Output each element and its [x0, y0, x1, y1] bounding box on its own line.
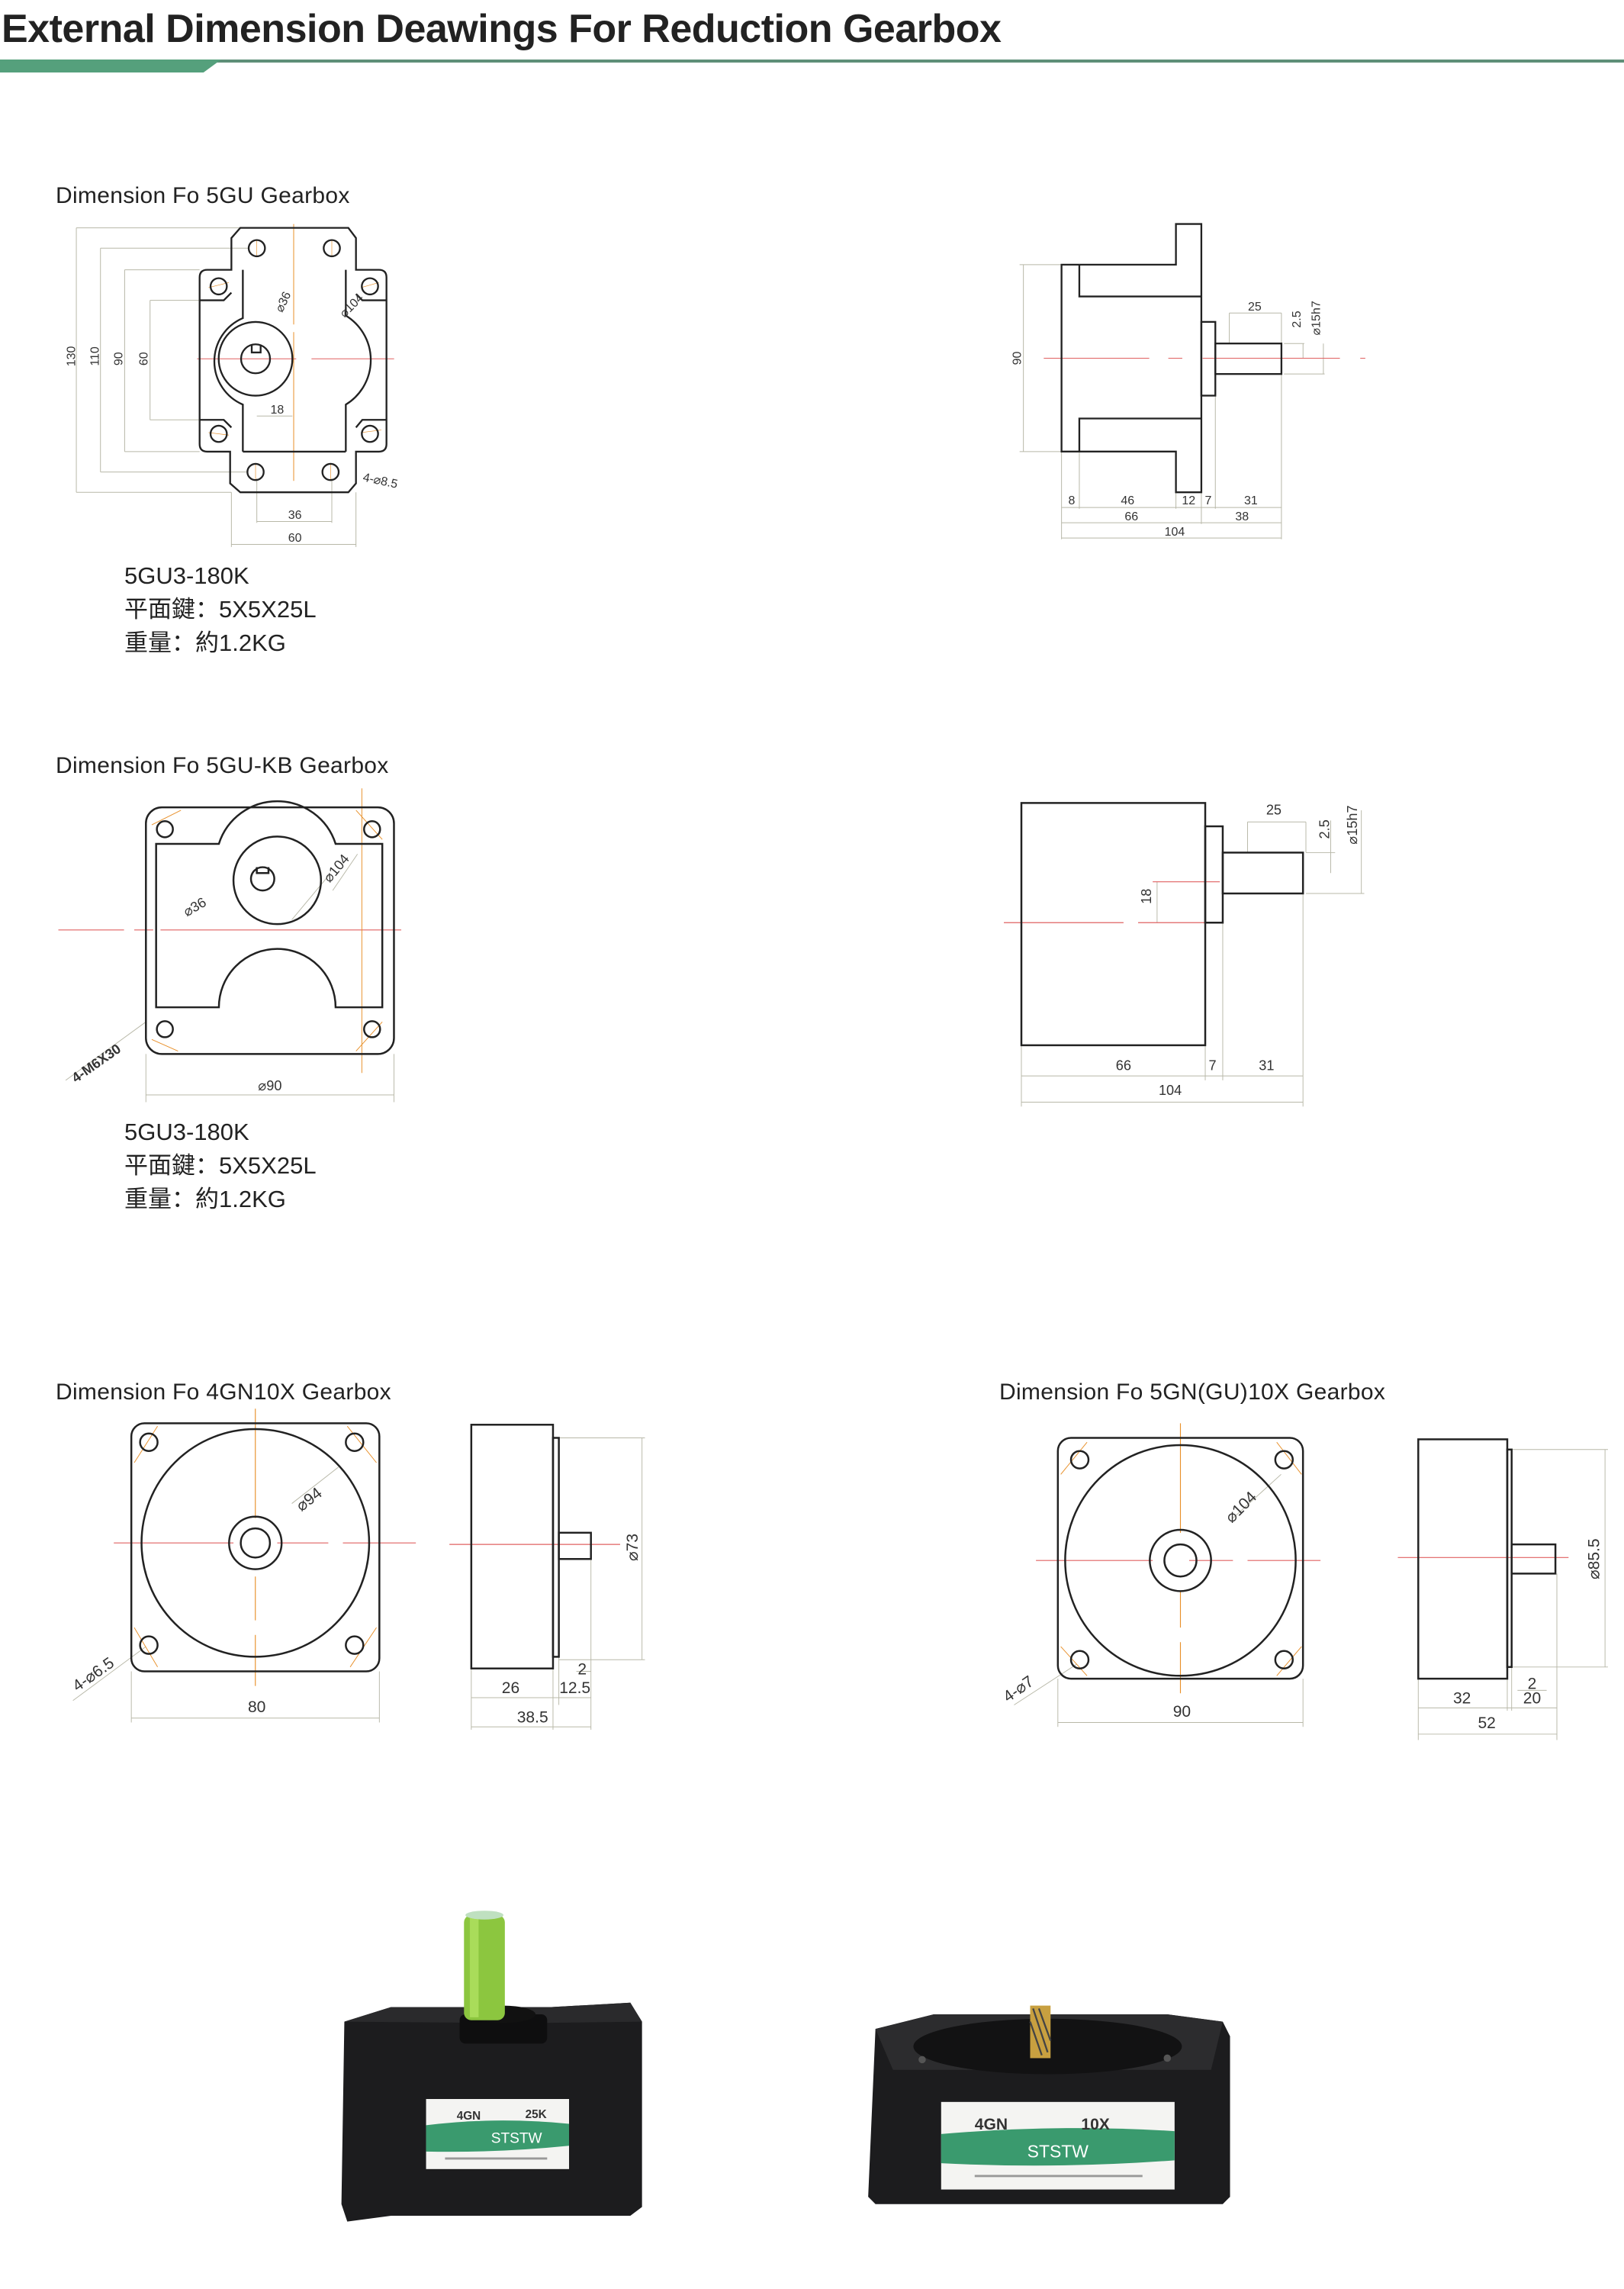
gearbox-photo-4gn-10x: 4GN 10X STSTW — [868, 2005, 1230, 2204]
dim-label: 12.5 — [559, 1679, 590, 1697]
spec-model: 5GU3-180K — [124, 1119, 249, 1145]
dim-label: 31 — [1244, 494, 1258, 507]
label-brand: STSTW — [491, 2130, 542, 2146]
dim-label: 32 — [1453, 1690, 1471, 1708]
gearbox-outline — [1060, 223, 1283, 494]
drawing-4gn10x: ⌀94 80 4-⌀6.5 ⌀73 2 26 12.5 38.5 — [69, 1408, 645, 1730]
dim-label: 7 — [1204, 494, 1211, 507]
dim-label: 31 — [1259, 1058, 1274, 1073]
dimension-lines — [1019, 264, 1325, 539]
dim-label: 20 — [1523, 1690, 1541, 1708]
drawing-5gu-kb-front: ⌀36 ⌀104 ⌀90 4-M6X30 — [58, 788, 402, 1103]
gearbox-photo-4gn-25k: 4GN 25K STSTW — [341, 1911, 642, 2222]
spec-model: 5GU3-180K — [124, 562, 249, 589]
dimension-labels: 90 8 46 12 7 31 66 38 104 25 2.5 ⌀15h7 — [1011, 301, 1323, 539]
dim-label: ⌀36 — [273, 290, 294, 314]
dim-label: ⌀15h7 — [1310, 301, 1323, 335]
label-model: 4GN — [457, 2110, 481, 2123]
dim-label: 60 — [288, 532, 302, 545]
dim-label: 25 — [1266, 803, 1282, 818]
dim-label: 60 — [137, 352, 150, 365]
dim-label: 90 — [113, 352, 126, 365]
label-ratio: 25K — [526, 2108, 547, 2121]
gearbox-outline — [198, 227, 388, 494]
dim-label: 2.5 — [1291, 311, 1304, 327]
centerline-vertical — [208, 224, 382, 481]
section-label-5gu: Dimension Fo 5GU Gearbox — [56, 183, 350, 208]
spec-weight: 重量：約1.2KG — [124, 629, 286, 656]
dim-label: ⌀104 — [337, 291, 366, 320]
title-rule — [0, 60, 1624, 63]
dimension-lines — [76, 227, 357, 547]
section-label-5gu-kb: Dimension Fo 5GU-KB Gearbox — [56, 753, 389, 778]
page-title: External Dimension Deawings For Reductio… — [2, 7, 1002, 51]
dim-label: 4-⌀8.5 — [362, 472, 399, 491]
dimension-labels: 130 110 90 60 18 36 60 ⌀36 ⌀104 4-⌀8.5 — [65, 290, 398, 545]
spec-key: 平面鍵：5X5X25L — [124, 596, 317, 623]
drawing-5gu-side: 90 8 46 12 7 31 66 38 104 25 2.5 ⌀15h7 — [1011, 223, 1365, 539]
spec-weight: 重量：約1.2KG — [124, 1186, 286, 1212]
dim-label: 4-M6X30 — [69, 1041, 124, 1086]
dim-label: ⌀15h7 — [1345, 805, 1360, 844]
title-accent-bar — [0, 60, 221, 72]
label-ratio: 10X — [1081, 2116, 1109, 2133]
dim-label: 130 — [65, 346, 78, 366]
spec-list-5gu: 5GU3-180K 平面鍵：5X5X25L 重量：約1.2KG — [124, 559, 317, 660]
dim-label: 8 — [1069, 494, 1076, 507]
dim-label: 4-⌀7 — [1000, 1672, 1037, 1706]
dim-label: 4-⌀6.5 — [69, 1654, 117, 1695]
dim-label: 66 — [1116, 1058, 1131, 1073]
dim-label: 104 — [1159, 1083, 1182, 1098]
spec-list-5gu-kb: 5GU3-180K 平面鍵：5X5X25L 重量：約1.2KG — [124, 1116, 317, 1216]
dim-label: 26 — [502, 1679, 519, 1697]
dim-label: 2.5 — [1317, 819, 1333, 839]
dim-label: ⌀73 — [624, 1534, 642, 1561]
dim-label: ⌀36 — [181, 894, 209, 919]
spec-key: 平面鍵：5X5X25L — [124, 1152, 317, 1179]
dim-label: 80 — [248, 1698, 265, 1716]
dim-label: 2 — [577, 1660, 587, 1678]
dim-label: 104 — [1165, 526, 1185, 539]
dim-label: 2 — [1528, 1675, 1537, 1692]
dim-label: ⌀94 — [293, 1484, 326, 1515]
dim-label: ⌀90 — [258, 1078, 281, 1093]
drawing-5gn10x: ⌀104 90 4-⌀7 ⌀85.5 2 32 20 52 — [1000, 1423, 1608, 1740]
section-label-5gn10x: Dimension Fo 5GN(GU)10X Gearbox — [999, 1380, 1386, 1405]
drawing-5gu-front: 130 110 90 60 18 36 60 ⌀36 ⌀104 4-⌀8.5 — [65, 224, 399, 547]
dim-label: 110 — [88, 346, 101, 366]
section-label-4gn10x: Dimension Fo 4GN10X Gearbox — [56, 1380, 391, 1405]
dim-label: 25 — [1248, 301, 1262, 314]
dim-label: 18 — [270, 404, 284, 417]
label-brand: STSTW — [1027, 2142, 1089, 2162]
drawing-5gu-kb-side: 18 66 7 31 104 25 2.5 ⌀15h7 — [1004, 802, 1365, 1107]
dim-label: 18 — [1139, 889, 1154, 904]
dim-label: ⌀85.5 — [1585, 1538, 1603, 1579]
dim-label: 90 — [1173, 1703, 1191, 1721]
dim-label: 38.5 — [517, 1708, 548, 1726]
dim-label: 38 — [1235, 510, 1249, 523]
dim-label: 90 — [1011, 352, 1024, 365]
dim-label: 7 — [1209, 1058, 1217, 1073]
dim-label: 52 — [1478, 1714, 1495, 1732]
dim-label: 36 — [288, 509, 302, 522]
dim-label: 12 — [1182, 494, 1195, 507]
dim-label: 46 — [1121, 494, 1134, 507]
label-model: 4GN — [975, 2116, 1008, 2133]
dim-label: 66 — [1124, 510, 1138, 523]
dim-label: ⌀104 — [1222, 1488, 1260, 1526]
